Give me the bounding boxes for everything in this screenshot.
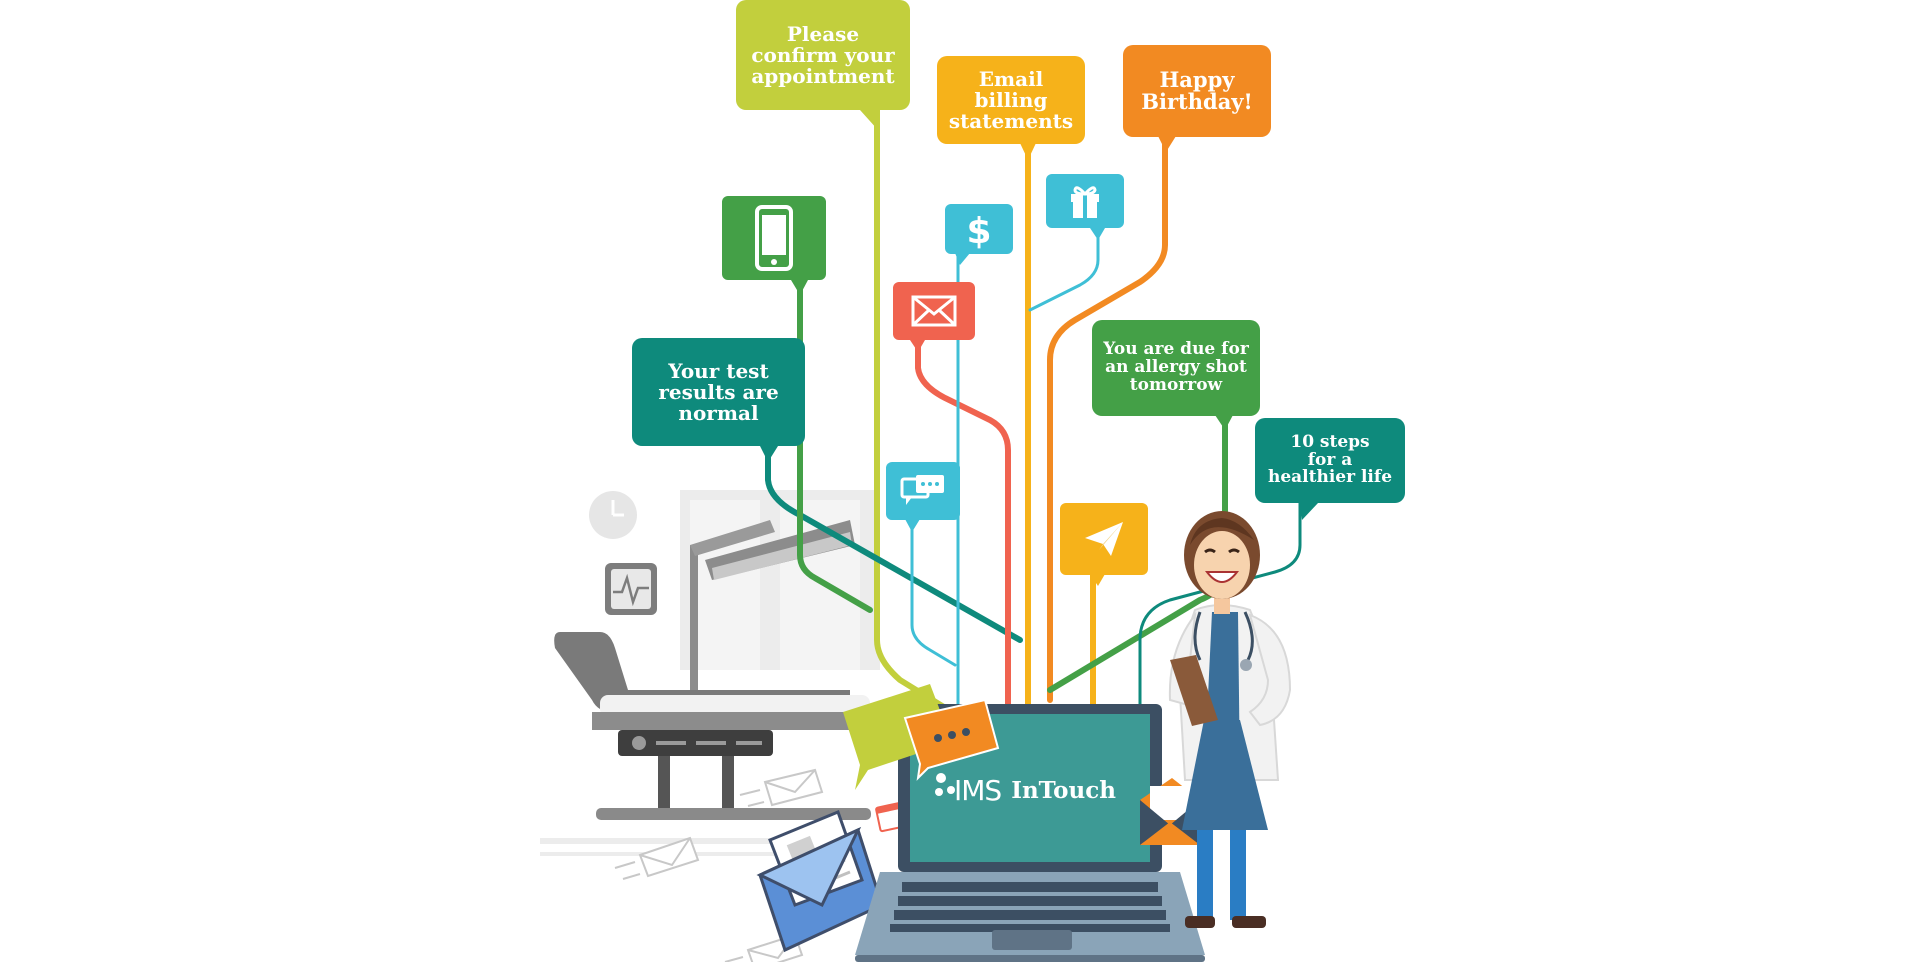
line-chat — [910, 516, 957, 667]
envelope-icon — [763, 768, 824, 807]
open-envelope-icon — [756, 810, 884, 953]
orange-speech-bubble — [903, 698, 1000, 781]
envelope-icon — [911, 295, 957, 327]
mobile-phone-icon-box — [722, 196, 826, 280]
envelope-icon — [638, 836, 700, 878]
healthier-life-text: 10 steps for a healthier life — [1267, 431, 1393, 488]
doctor-character — [1168, 511, 1292, 928]
line-phone — [797, 275, 873, 613]
mobile-phone-icon — [755, 205, 793, 271]
billing-statements-bubble: Email billing statements — [937, 56, 1085, 144]
intouch-logo-text: InTouch — [1011, 776, 1116, 804]
line-gift — [1028, 223, 1100, 312]
keyboard-keys — [890, 882, 1170, 932]
billing-statements-text: Email billing statements — [948, 66, 1074, 133]
dollar-icon: $ — [966, 211, 991, 249]
touchpad — [992, 930, 1072, 950]
chat-icon — [900, 475, 944, 505]
confirm-appointment-bubble: Please confirm your appointment — [736, 0, 910, 110]
ims-logo-text: IMS — [954, 773, 1002, 807]
confirm-appointment-text: Please confirm your appointment — [751, 21, 895, 88]
chat-icon-box — [886, 462, 960, 520]
allergy-shot-text: You are due for an allergy shot tomorrow — [1103, 339, 1249, 395]
lime-speech-bubble — [843, 684, 952, 790]
ims-intouch-logo: IMS InTouch — [928, 768, 1168, 812]
test-results-text: Your test results are normal — [658, 358, 779, 425]
gift-icon — [1071, 186, 1099, 218]
gift-icon-box — [1046, 174, 1124, 228]
healthier-life-bubble: 10 steps for a healthier life — [1255, 418, 1405, 503]
svg-text:$: $ — [966, 211, 991, 249]
allergy-shot-bubble: You are due for an allergy shot tomorrow — [1092, 320, 1260, 416]
hospital-bed — [554, 632, 850, 712]
paper-plane-icon — [1085, 522, 1123, 556]
bubble-tails — [760, 110, 1318, 586]
line-email — [915, 335, 1011, 708]
dollar-icon-box: $ — [945, 204, 1013, 254]
happy-birthday-bubble: Happy Birthday! — [1123, 45, 1271, 137]
hospital-room-background — [540, 490, 880, 856]
envelope-icon-box — [893, 282, 975, 340]
line-birthday — [1047, 132, 1168, 703]
paper-plane-icon-box — [1060, 503, 1148, 575]
test-results-bubble: Your test results are normal — [632, 338, 805, 446]
clipboard-icon — [1170, 655, 1218, 726]
speech-bubbles — [843, 684, 1000, 790]
happy-birthday-text: Happy Birthday! — [1141, 66, 1253, 114]
line-confirm — [874, 102, 968, 723]
